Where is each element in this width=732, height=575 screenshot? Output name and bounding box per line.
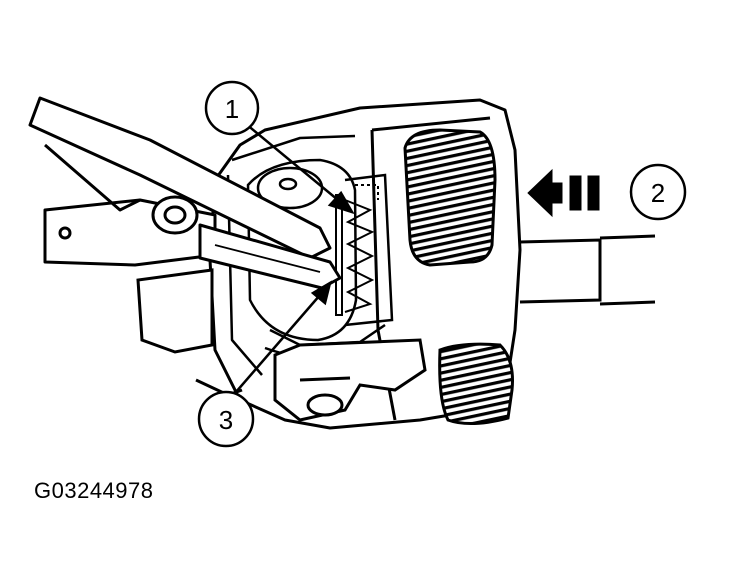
tool [28, 96, 342, 290]
callout-1: 1 [204, 80, 260, 136]
callout-2-label: 2 [651, 178, 665, 208]
figure-id: G03244978 [34, 478, 154, 503]
shaft [519, 234, 656, 306]
lower-bracket [273, 338, 427, 422]
callout-3: 3 [197, 390, 255, 448]
hatched-pads [403, 128, 514, 425]
leader-lines [235, 123, 355, 393]
callout-3-label: 3 [219, 405, 233, 435]
direction-arrow [527, 168, 600, 218]
callout-1-label: 1 [225, 94, 239, 124]
callout-2: 2 [629, 163, 687, 221]
